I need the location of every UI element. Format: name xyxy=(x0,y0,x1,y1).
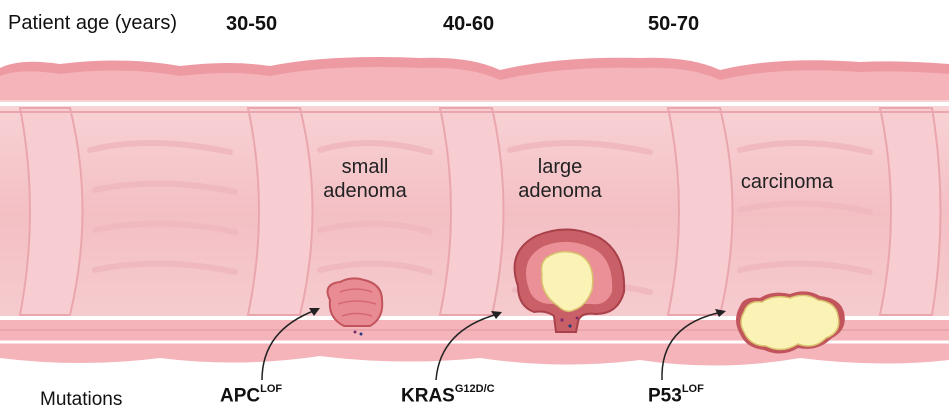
mutation-p53: P53LOF xyxy=(648,385,704,407)
mutations-label: Mutations xyxy=(40,389,122,411)
stage-label-large-adenoma: large adenoma xyxy=(505,155,615,203)
stage-label-small-adenoma: small adenoma xyxy=(310,155,420,203)
stage-label-line: adenoma xyxy=(505,179,615,203)
stage-label-line: small xyxy=(310,155,420,179)
gene-variant: LOF xyxy=(260,383,282,395)
gene-variant: G12D/C xyxy=(455,383,495,395)
gene-variant: LOF xyxy=(682,383,704,395)
mutation-kras: KRASG12D/C xyxy=(401,385,495,407)
age-axis-label: Patient age (years) xyxy=(8,12,177,35)
age-range-2: 40-60 xyxy=(443,13,494,36)
stage-label-line: carcinoma xyxy=(727,170,847,194)
mutation-apc: APCLOF xyxy=(220,385,282,407)
stage-label-carcinoma: carcinoma xyxy=(727,170,847,194)
age-range-1: 30-50 xyxy=(226,13,277,36)
gene-name: KRAS xyxy=(401,385,455,406)
gene-name: APC xyxy=(220,385,260,406)
stage-label-line: large xyxy=(505,155,615,179)
stage-label-line: adenoma xyxy=(310,179,420,203)
age-range-3: 50-70 xyxy=(648,13,699,36)
gene-name: P53 xyxy=(648,385,682,406)
